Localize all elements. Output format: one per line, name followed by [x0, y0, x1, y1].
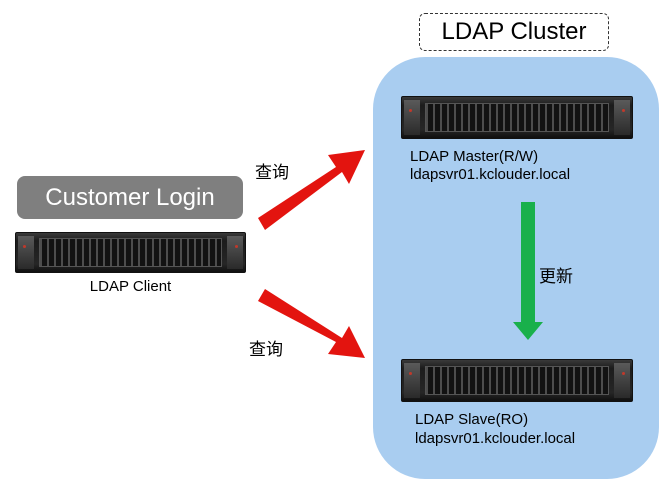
- client-server-icon: [15, 232, 246, 273]
- client-label: LDAP Client: [89, 278, 172, 295]
- update-arrow: [513, 202, 543, 340]
- cluster-title: LDAP Cluster: [419, 13, 609, 51]
- query-arrow-top: [258, 150, 365, 230]
- master-server-icon: [401, 96, 633, 139]
- slave-server-icon: [401, 359, 633, 402]
- customer-login-badge: Customer Login: [17, 176, 243, 219]
- master-label: LDAP Master(R/W): [410, 148, 539, 165]
- slave-label: LDAP Slave(RO): [415, 411, 529, 428]
- update-label: 更新: [539, 267, 573, 286]
- slave-hostname: ldapsvr01.kclouder.local: [415, 430, 576, 447]
- query-label-top: 查询: [255, 163, 289, 182]
- master-hostname: ldapsvr01.kclouder.local: [410, 166, 571, 183]
- query-label-bottom: 查询: [249, 340, 283, 359]
- query-arrow-bottom: [258, 289, 365, 358]
